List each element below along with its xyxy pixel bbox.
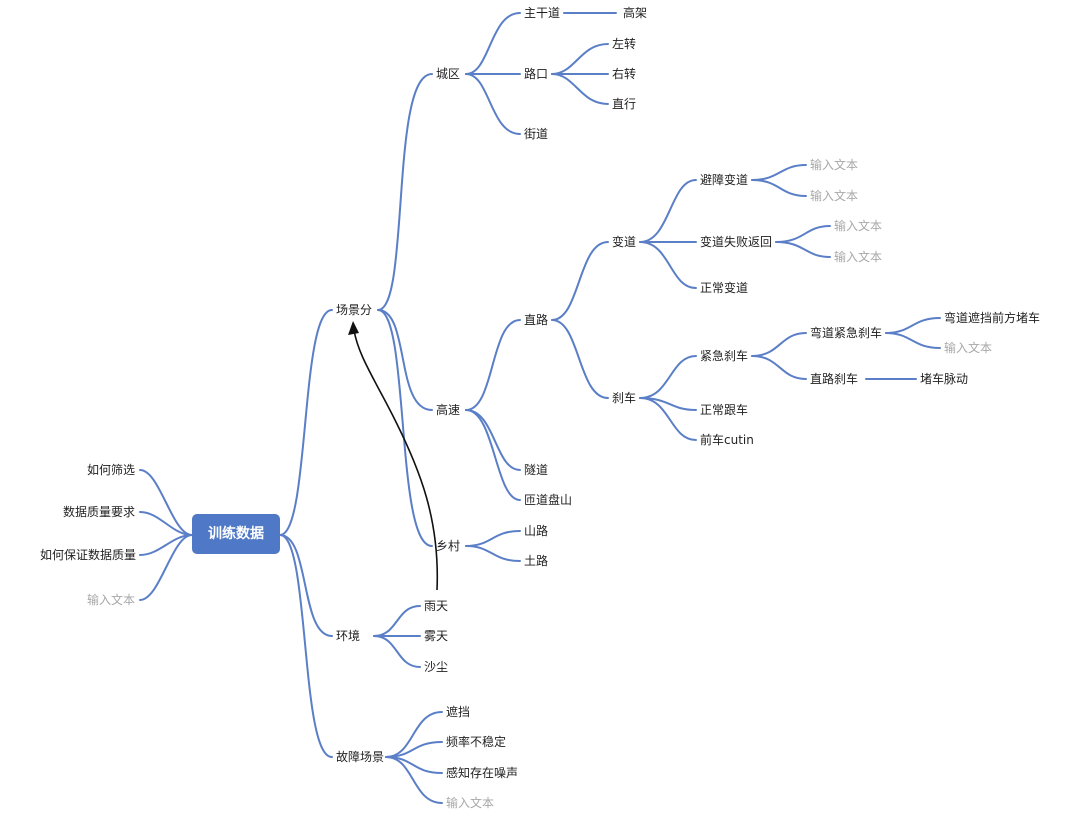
node-straight-road-brake[interactable]: 直路刹车	[810, 372, 859, 386]
node-fault-scene[interactable]: 故障场景	[336, 750, 385, 764]
edge-straight-lane-change	[551, 241, 609, 321]
node-city[interactable]: 城区	[436, 67, 461, 81]
node-left-turn[interactable]: 左转	[612, 37, 637, 51]
node-highway[interactable]: 高速	[436, 403, 461, 417]
edge-scene-rural	[377, 309, 433, 547]
edge-emergency-straight	[751, 355, 807, 380]
node-curve-occlusion-jam[interactable]: 弯道遮挡前方堵车	[944, 311, 1041, 325]
root-node[interactable]: 训练数据	[192, 514, 280, 554]
node-right-turn[interactable]: 右转	[612, 67, 637, 81]
node-dust[interactable]: 沙尘	[424, 660, 449, 674]
node-avoid-lane-change[interactable]: 避障变道	[700, 173, 749, 187]
node-avoid-placeholder-2[interactable]: 输入文本	[810, 189, 859, 203]
edge-root-environment	[279, 534, 333, 637]
node-ramp-mountain[interactable]: 匝道盘山	[524, 493, 573, 507]
edge-city-street	[465, 73, 521, 135]
edge-brake-emergency	[639, 355, 697, 399]
edge-straight-brake	[551, 319, 609, 399]
relation-arrow-line[interactable]	[353, 329, 439, 591]
edge-root-filter	[139, 469, 193, 536]
edge-lane-avoid	[639, 179, 697, 243]
node-lane-change[interactable]: 变道	[612, 235, 637, 249]
edge-root-scene	[279, 309, 333, 536]
node-lane-change-failed-return[interactable]: 变道失败返回	[700, 235, 773, 249]
edge-env-rain	[373, 605, 421, 637]
node-fog[interactable]: 雾天	[424, 629, 449, 643]
edge-rural-mountain	[465, 530, 521, 547]
node-avoid-placeholder-1[interactable]: 输入文本	[810, 158, 859, 172]
edge-root-quality-req	[139, 511, 193, 536]
edge-highway-straight-road	[465, 319, 521, 411]
edge-intersection-straight	[551, 73, 609, 105]
branch-lines	[139, 12, 941, 804]
edge-curve-item2	[885, 332, 941, 349]
node-front-car-cutin[interactable]: 前车cutin	[700, 433, 754, 447]
topic-quality-requirement[interactable]: 数据质量要求	[63, 505, 136, 519]
edge-brake-cutin	[639, 397, 697, 441]
edge-scene-highway	[377, 309, 433, 411]
topic-ensure-quality[interactable]: 如何保证数据质量	[40, 548, 137, 562]
node-fault-placeholder[interactable]: 输入文本	[446, 796, 495, 810]
edge-emergency-curve	[751, 332, 807, 357]
edge-city-main-road	[465, 12, 521, 75]
edge-avoid-item1	[751, 164, 807, 181]
edge-curve-item1	[885, 317, 941, 334]
edge-root-left-placeholder	[139, 534, 193, 601]
edge-fault-placeholder	[385, 756, 443, 804]
node-intersection[interactable]: 路口	[524, 67, 549, 81]
node-tunnel[interactable]: 隧道	[524, 463, 549, 477]
node-rural[interactable]: 乡村	[436, 539, 461, 553]
node-dirt-road[interactable]: 土路	[524, 554, 549, 568]
edge-env-dust	[373, 635, 421, 668]
node-straight-road[interactable]: 直路	[524, 313, 549, 327]
node-normal-follow[interactable]: 正常跟车	[700, 403, 749, 417]
node-normal-lane-change[interactable]: 正常变道	[700, 281, 749, 295]
node-jam-pulse[interactable]: 堵车脉动	[920, 372, 969, 386]
node-perception-noise[interactable]: 感知存在噪声	[446, 766, 519, 780]
edge-highway-ramp	[465, 409, 521, 501]
node-brake[interactable]: 刹车	[612, 391, 637, 405]
edge-failed-item2	[775, 241, 831, 258]
node-environment[interactable]: 环境	[336, 629, 361, 643]
node-emergency-brake[interactable]: 紧急刹车	[700, 349, 749, 363]
node-occlusion[interactable]: 遮挡	[446, 705, 471, 719]
edge-avoid-item2	[751, 179, 807, 197]
node-failed-placeholder-2[interactable]: 输入文本	[834, 250, 883, 264]
edge-highway-tunnel	[465, 409, 521, 471]
edge-lane-normal	[639, 241, 697, 289]
node-elevated[interactable]: 高架	[623, 6, 648, 20]
edge-scene-city	[377, 73, 433, 311]
node-mountain-road[interactable]: 山路	[524, 524, 549, 538]
node-unstable-frequency[interactable]: 频率不稳定	[446, 735, 507, 749]
edge-intersection-left	[551, 43, 609, 75]
topic-left-placeholder[interactable]: 输入文本	[87, 593, 136, 607]
node-rain[interactable]: 雨天	[424, 599, 449, 613]
edge-fault-occlusion	[385, 711, 443, 758]
relation-arrow[interactable]	[348, 321, 439, 591]
edge-failed-item1	[775, 225, 831, 243]
node-go-straight[interactable]: 直行	[612, 97, 637, 111]
node-curve-placeholder[interactable]: 输入文本	[944, 341, 993, 355]
node-main-road[interactable]: 主干道	[524, 6, 561, 20]
relation-arrow-head	[348, 321, 359, 335]
node-scene[interactable]: 场景分	[336, 303, 373, 317]
edge-root-fault	[279, 534, 333, 758]
node-curve-emergency-brake[interactable]: 弯道紧急刹车	[810, 326, 883, 340]
edge-rural-dirt	[465, 545, 521, 562]
node-street[interactable]: 街道	[524, 127, 549, 141]
node-failed-placeholder-1[interactable]: 输入文本	[834, 219, 883, 233]
topic-how-to-filter[interactable]: 如何筛选	[87, 463, 136, 477]
